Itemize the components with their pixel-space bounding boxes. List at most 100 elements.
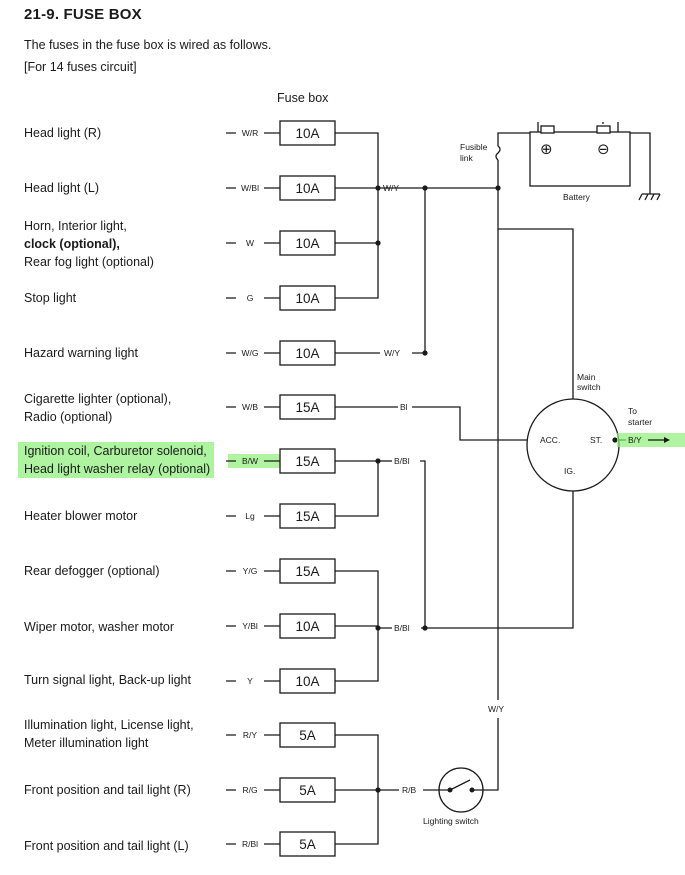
wire-label-wy-vertical: W/Y: [488, 704, 504, 714]
fuse-rating: 15A: [295, 509, 319, 524]
wire-color-label: Y/Bl: [242, 621, 258, 631]
lighting-switch: Lighting switch: [423, 767, 484, 826]
arrow-head-icon: [664, 437, 670, 443]
fuse-rating: 15A: [295, 400, 319, 415]
circuit-label-line: Heater blower motor: [24, 509, 138, 523]
acc-terminal-label: ACC.: [540, 435, 560, 445]
fusible-link: Fusible link: [460, 142, 501, 163]
circuit-note: [For 14 fuses circuit]: [24, 60, 137, 74]
bus-wires: [335, 122, 651, 845]
lighting-switch-label: Lighting switch: [423, 816, 479, 826]
wire-color-label: R/Y: [243, 730, 258, 740]
circuit-label: Cigarette lighter (optional), Radio (opti…: [24, 390, 171, 426]
circuit-label-line: Cigarette lighter (optional),: [24, 392, 172, 406]
fuse: [279, 285, 336, 311]
circuit-label-line: Ignition coil, Carburetor solenoid,: [18, 442, 215, 460]
circuit-label-line: Stop light: [24, 291, 77, 305]
ground-icon: [638, 193, 661, 201]
wire-color-label: W/Bl: [241, 183, 259, 193]
fuse-rating: 5A: [299, 837, 316, 852]
wire-label-b-bl-bottom: B/Bl: [394, 623, 410, 633]
battery-plus-icon: ⊕: [540, 141, 553, 158]
circuit-label-line: Head light (L): [24, 181, 100, 195]
circuit-label: Rear defogger (optional): [24, 562, 160, 580]
wire-color-label: R/Bl: [242, 839, 258, 849]
fuse-rating: 10A: [295, 674, 319, 689]
circuit-label: Wiper motor, washer motor: [24, 618, 174, 636]
fusible-link-label-line2: link: [460, 153, 474, 163]
circuit-label: Turn signal light, Back-up light: [24, 671, 191, 689]
circuit-label-line: Rear defogger (optional): [24, 564, 160, 578]
fuse: [279, 230, 336, 256]
wire-color-label: Lg: [245, 511, 255, 521]
circuit-label: Ignition coil, Carburetor solenoid,Head …: [18, 442, 215, 478]
wire-color-label: W/G: [242, 348, 259, 358]
wire-label-wy-top: W/Y: [383, 183, 399, 193]
fuse-rating: 15A: [295, 454, 319, 469]
circuit-label: Stop light: [24, 289, 76, 307]
wire-color-label: W/R: [242, 128, 259, 138]
circuit-label: Heater blower motor: [24, 507, 137, 525]
circuit-label-line: Turn signal light, Back-up light: [24, 673, 191, 687]
fuse-rating: 10A: [295, 346, 319, 361]
fuse: [279, 448, 336, 474]
circuit-label: Horn, Interior light,clock (optional),Re…: [24, 217, 154, 271]
fuse-rating: 5A: [299, 728, 316, 743]
fuse-rating: 10A: [295, 291, 319, 306]
circuit-label-line: Front position and tail light (L): [24, 839, 189, 853]
fuse-group: W/R 10A W/Bl 10A W 10A G 10A W/G 10A W/B 15A B/W 15A L…: [226, 120, 336, 857]
to-starter-label-line2: starter: [628, 417, 652, 427]
fuse-box-title: Fuse box: [277, 91, 329, 105]
ig-terminal-label: IG.: [564, 466, 575, 476]
wire-color-label: G: [247, 293, 254, 303]
junction-dots: [375, 185, 576, 793]
battery: ⊕ ⊖ Battery: [529, 125, 631, 202]
circuit-label-line: Radio (optional): [24, 410, 113, 424]
wire-label-b-bl-top: B/Bl: [394, 456, 410, 466]
fuse-rating: 10A: [295, 126, 319, 141]
circuit-label: Head light (R): [24, 124, 101, 142]
wire-label-b-y: B/Y: [628, 435, 642, 445]
circuit-label: Front position and tail light (R): [24, 781, 191, 799]
circuit-label-line: Illumination light, License light,: [24, 718, 194, 732]
main-switch: Main switch ACC. ST. IG. To starter: [526, 372, 652, 492]
circuit-label-line: Head light (R): [24, 126, 102, 140]
wire-label-bl: Bl: [400, 402, 408, 412]
wire-color-label: R/G: [242, 785, 257, 795]
fuse: [279, 831, 336, 857]
wire-color-label: W/B: [242, 402, 258, 412]
intro-text: The fuses in the fuse box is wired as fo…: [24, 38, 272, 52]
fuse-rating: 10A: [295, 181, 319, 196]
circuit-label: Hazard warning light: [24, 344, 138, 362]
circuit-label-line: Meter illumination light: [24, 736, 149, 750]
fuse: [279, 120, 336, 146]
battery-label: Battery: [563, 192, 591, 202]
fuse: [279, 394, 336, 420]
fuse: [279, 503, 336, 529]
highlight-band: [228, 454, 280, 468]
fuse-rating: 10A: [295, 236, 319, 251]
wire-color-label: B/W: [242, 456, 258, 466]
circuit-label-line: Hazard warning light: [24, 346, 138, 360]
fuse: [279, 613, 336, 639]
circuit-label-line: Front position and tail light (R): [24, 783, 191, 797]
fuse-rating: 10A: [295, 619, 319, 634]
battery-minus-icon: ⊖: [597, 141, 610, 158]
circuit-label-line: Wiper motor, washer motor: [24, 620, 175, 634]
st-terminal-label: ST.: [590, 435, 602, 445]
wire-color-label: Y/G: [243, 566, 258, 576]
circuit-label: Head light (L): [24, 179, 99, 197]
circuit-label-line: Horn, Interior light,: [24, 219, 127, 233]
main-switch-label-line1: Main: [577, 372, 596, 382]
wire-color-label: Y: [247, 676, 253, 686]
fuse-rating: 5A: [299, 783, 316, 798]
fuse-rating: 15A: [295, 564, 319, 579]
wire-label-r-b: R/B: [402, 785, 417, 795]
fuse: [279, 558, 336, 584]
fuse: [279, 777, 336, 803]
circuit-label-line: Rear fog light (optional): [24, 255, 154, 269]
to-starter-label-line1: To: [628, 406, 637, 416]
fusible-link-label-line1: Fusible: [460, 142, 488, 152]
wire-color-label: W: [246, 238, 254, 248]
